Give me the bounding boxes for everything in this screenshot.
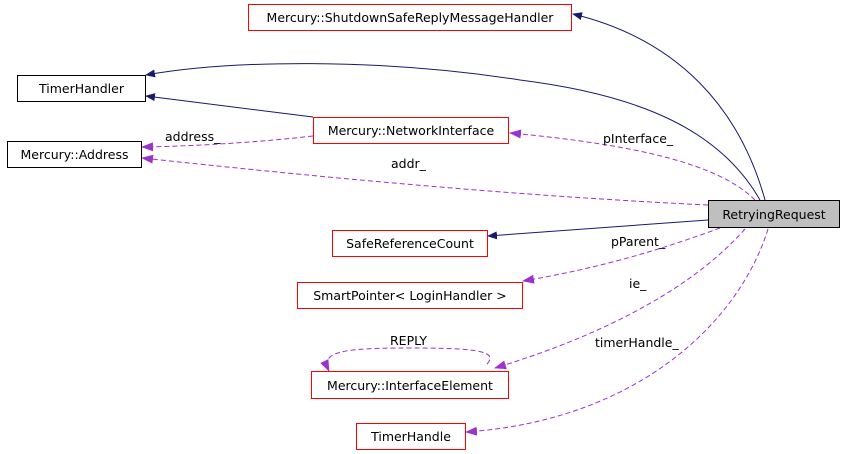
edge-reply bbox=[320, 347, 491, 372]
edge-label-ie: ie_ bbox=[629, 276, 647, 291]
node-retrying-request: RetryingRequest bbox=[708, 200, 840, 228]
edge-label-address: address_ bbox=[165, 129, 221, 144]
edge-pinterface bbox=[509, 129, 756, 201]
node-smart-pointer[interactable]: SmartPointer< LoginHandler > bbox=[297, 282, 523, 309]
edge-addr bbox=[141, 154, 709, 206]
edge-label-reply: REPLY bbox=[390, 333, 427, 348]
edge-pparent bbox=[522, 227, 721, 284]
edge-label-timerhandle: timerHandle_ bbox=[595, 335, 679, 350]
edge-address bbox=[141, 135, 314, 152]
node-shutdown-safe-reply-message-handler[interactable]: Mercury::ShutdownSafeReplyMessageHandler bbox=[248, 4, 572, 31]
edge-shutdown-inheritance bbox=[572, 12, 766, 201]
edge-networkinterface-timerhandler bbox=[145, 93, 314, 118]
node-network-interface[interactable]: Mercury::NetworkInterface bbox=[313, 117, 509, 144]
edge-label-addr: addr_ bbox=[391, 156, 427, 171]
edge-ie bbox=[494, 228, 746, 370]
node-address[interactable]: Mercury::Address bbox=[7, 141, 142, 168]
edge-label-pinterface: pInterface_ bbox=[603, 131, 674, 146]
edge-timerhandler-inheritance bbox=[145, 63, 761, 201]
node-timer-handler[interactable]: TimerHandler bbox=[17, 75, 146, 102]
edge-timerhandle bbox=[465, 228, 769, 436]
node-timer-handle[interactable]: TimerHandle bbox=[356, 423, 466, 450]
node-safe-reference-count[interactable]: SafeReferenceCount bbox=[332, 230, 488, 257]
edge-safereferencecount-inheritance bbox=[487, 219, 709, 240]
edge-label-pparent: pParent_ bbox=[611, 234, 666, 249]
node-interface-element[interactable]: Mercury::InterfaceElement bbox=[311, 371, 509, 399]
